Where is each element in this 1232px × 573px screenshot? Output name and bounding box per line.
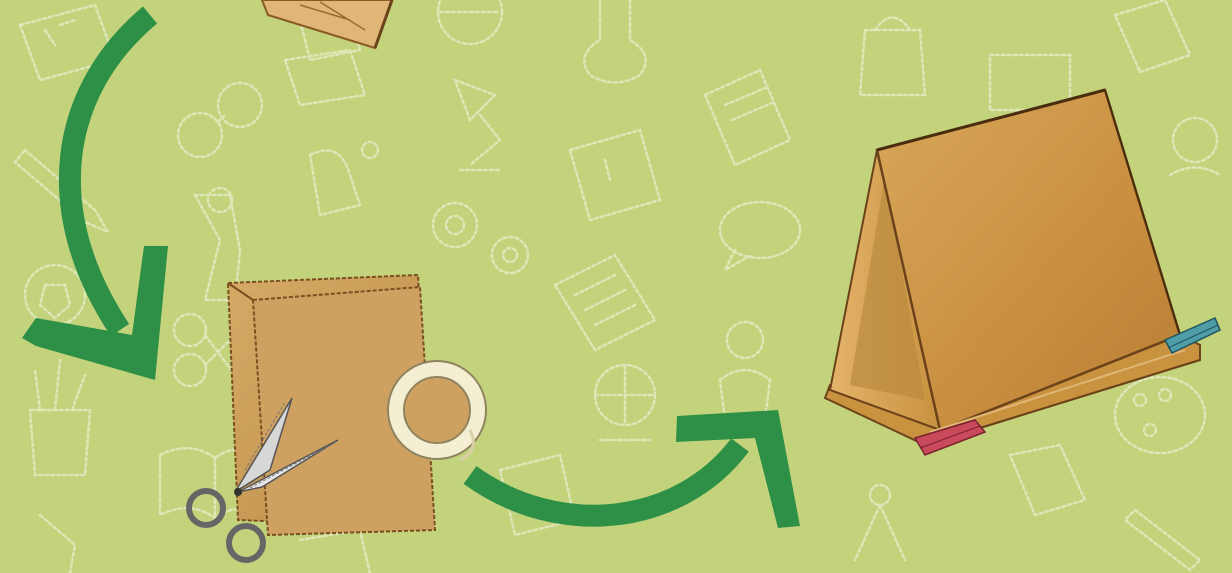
tape-roll-icon — [388, 361, 486, 460]
